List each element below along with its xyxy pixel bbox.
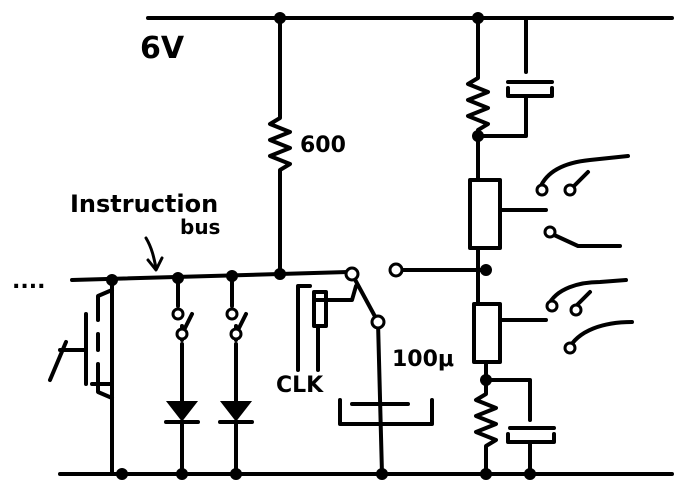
switch-contacts [171, 262, 404, 341]
capacitor-value-label: 100μ [392, 347, 454, 372]
relay-1-contact-b [563, 183, 577, 197]
diode-branch-2-wires [230, 274, 238, 476]
relay-1-contact-a [535, 183, 549, 197]
relay-1-wiring [476, 154, 630, 306]
instruction-bus-line [70, 270, 350, 282]
diode-branch-1-wires [176, 276, 184, 476]
diode-1-triangle [165, 401, 199, 422]
top-right-capacitor [476, 16, 554, 138]
relay-1-contact-c [543, 225, 557, 239]
instruction-bus-label: Instruction [70, 190, 218, 218]
bottom-right-resistor [474, 378, 498, 476]
resistor-value-label: 600 [300, 133, 346, 158]
instruction-bus-ellipsis: .... [12, 269, 45, 294]
instruction-bus-sublabel: bus [180, 215, 220, 239]
mosfet-transistor [48, 278, 114, 476]
right-vertical-wire [466, 16, 490, 180]
switch-common-wire [376, 320, 384, 476]
capacitor-100u [338, 398, 434, 426]
relay-block-1 [468, 178, 502, 250]
relay-coil-clk [296, 284, 358, 372]
relay-2-contact-a [545, 299, 559, 313]
diode-2-triangle [219, 401, 253, 422]
bus-pointer-arrow [144, 236, 164, 272]
clock-label: CLK [276, 373, 324, 398]
relay-2-wiring [484, 278, 634, 382]
changeover-switch-lever [350, 272, 380, 324]
relay-2-contact-c [563, 341, 577, 355]
junction-dots [106, 12, 536, 480]
relay-2-contact-b [569, 303, 583, 317]
bottom-right-capacitor [484, 378, 556, 476]
pullup-resistor-600 [268, 16, 292, 276]
relay-block-2 [472, 302, 502, 364]
supply-voltage-label: 6V [140, 31, 185, 66]
